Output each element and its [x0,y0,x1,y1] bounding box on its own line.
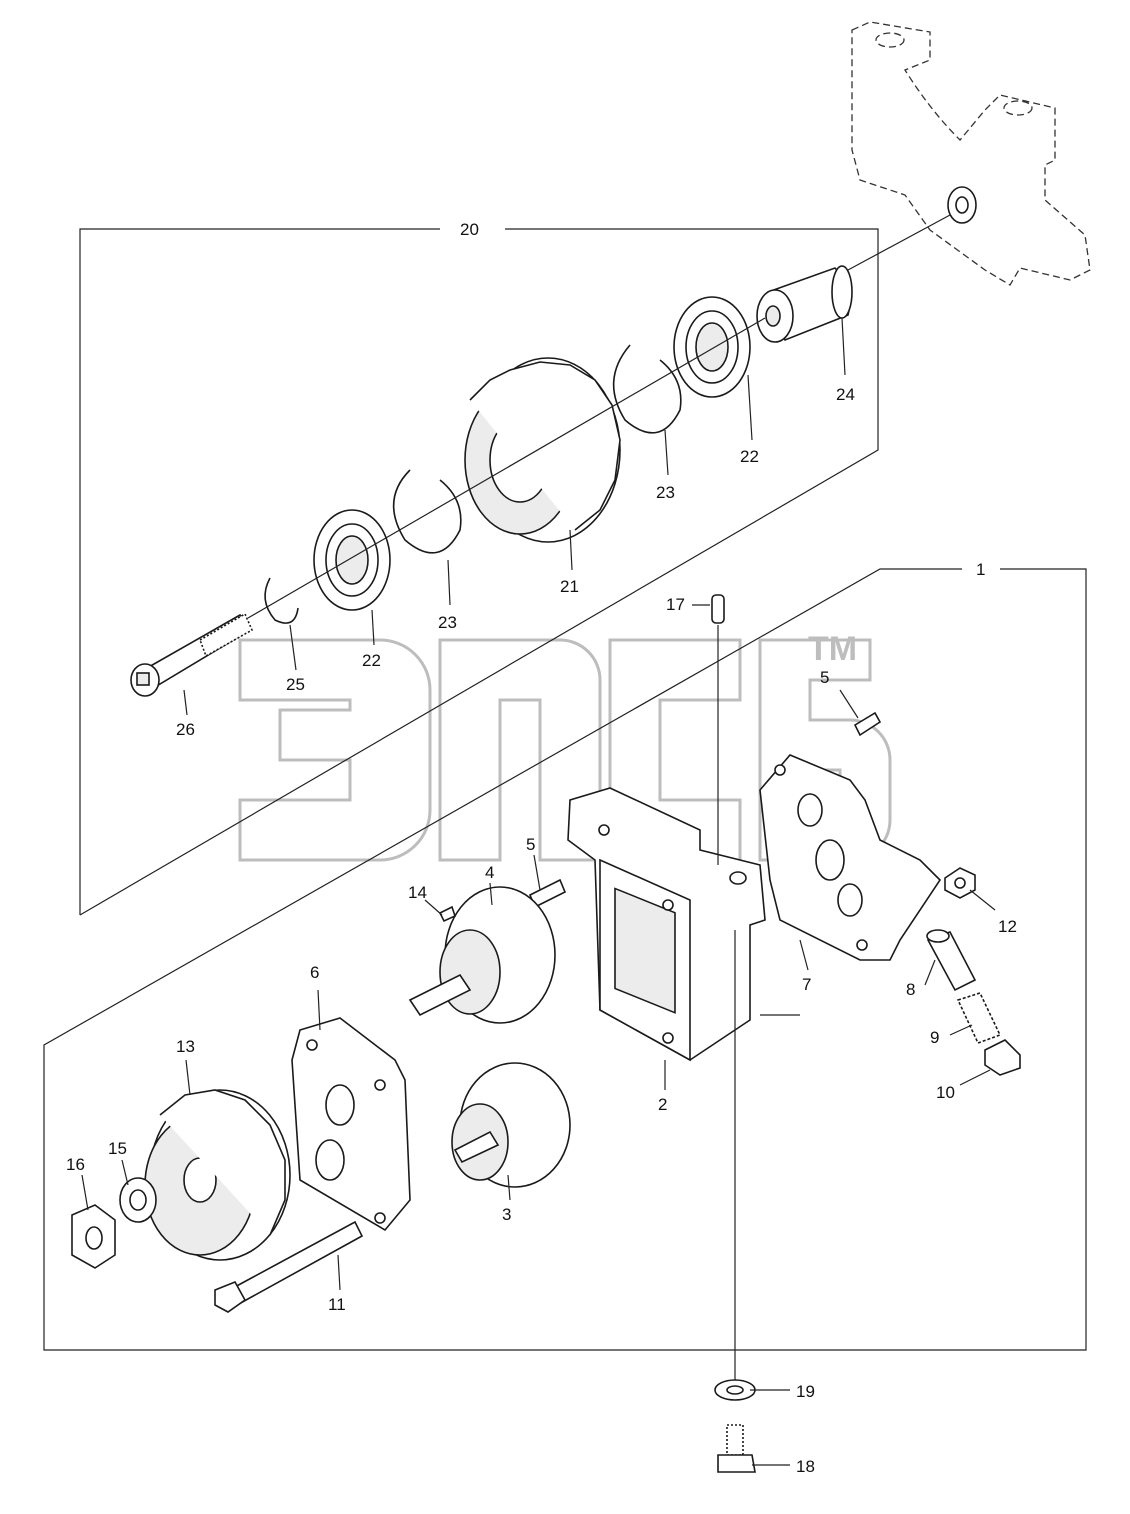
bearing-block [851,21,1091,286]
drive-gear-13 [144,1089,291,1261]
group-frame-1 [43,568,1087,1351]
callout-8: 8 [906,980,915,999]
callout-7: 7 [802,975,811,994]
circlip-23-lower [392,469,462,554]
callout-3: 3 [502,1205,511,1224]
plug-10 [984,1039,1021,1076]
pump-body-2 [567,787,766,1062]
callout-5-upper: 5 [820,668,829,687]
nut-16 [71,1204,116,1269]
callout-20: 20 [460,220,479,239]
bearing-22-lower [313,509,391,611]
callout-12: 12 [998,917,1017,936]
callout-23-lower: 23 [438,613,457,632]
cap-screw-26 [130,612,254,697]
cover-plate-6 [291,1017,411,1232]
callout-1: 1 [976,560,985,579]
callout-16: 16 [66,1155,85,1174]
callout-5-lower: 5 [526,835,535,854]
callout-22-lower: 22 [362,651,381,670]
spring-9 [956,992,1002,1045]
dowel-pin-5-upper [853,711,882,737]
nut-12 [944,867,976,899]
callout-24: 24 [836,385,855,404]
washer-15 [119,1177,157,1223]
rotor-gear-3 [451,1062,571,1188]
valve-8 [926,929,977,992]
bolt-11 [214,1220,364,1313]
callout-14: 14 [408,883,427,902]
callout-6: 6 [310,963,319,982]
rotor-gear-4 [408,886,556,1024]
callout-2: 2 [658,1095,667,1114]
callout-23-upper: 23 [656,483,675,502]
key-14 [438,905,456,923]
group-frame-20 [79,228,879,916]
cover-7 [759,754,942,961]
callout-labels: 20 1 24 22 23 21 23 22 25 26 17 5 5 4 14… [66,220,1017,1476]
callout-9: 9 [930,1028,939,1047]
callout-11: 11 [328,1295,346,1314]
washer-19 [714,1379,756,1401]
bearing-22-upper [673,296,751,398]
callout-22-upper: 22 [740,447,759,466]
callout-25: 25 [286,675,305,694]
leader-lines [81,317,996,1466]
bolt-18 [717,1424,756,1473]
shaft-pin-17 [711,594,725,624]
callout-19: 19 [796,1382,815,1401]
callout-21: 21 [560,577,579,596]
bushing-24 [756,265,853,343]
callout-15: 15 [108,1139,127,1158]
callout-10: 10 [936,1083,955,1102]
snap-ring-25 [264,577,299,624]
callout-26: 26 [176,720,195,739]
callout-18: 18 [796,1457,815,1476]
callout-4: 4 [485,863,494,882]
circlip-23-upper [612,344,682,434]
watermark-tm: TM [808,630,857,668]
helical-gear-21 [464,357,621,543]
callout-13: 13 [176,1037,195,1056]
callout-17: 17 [666,595,685,614]
